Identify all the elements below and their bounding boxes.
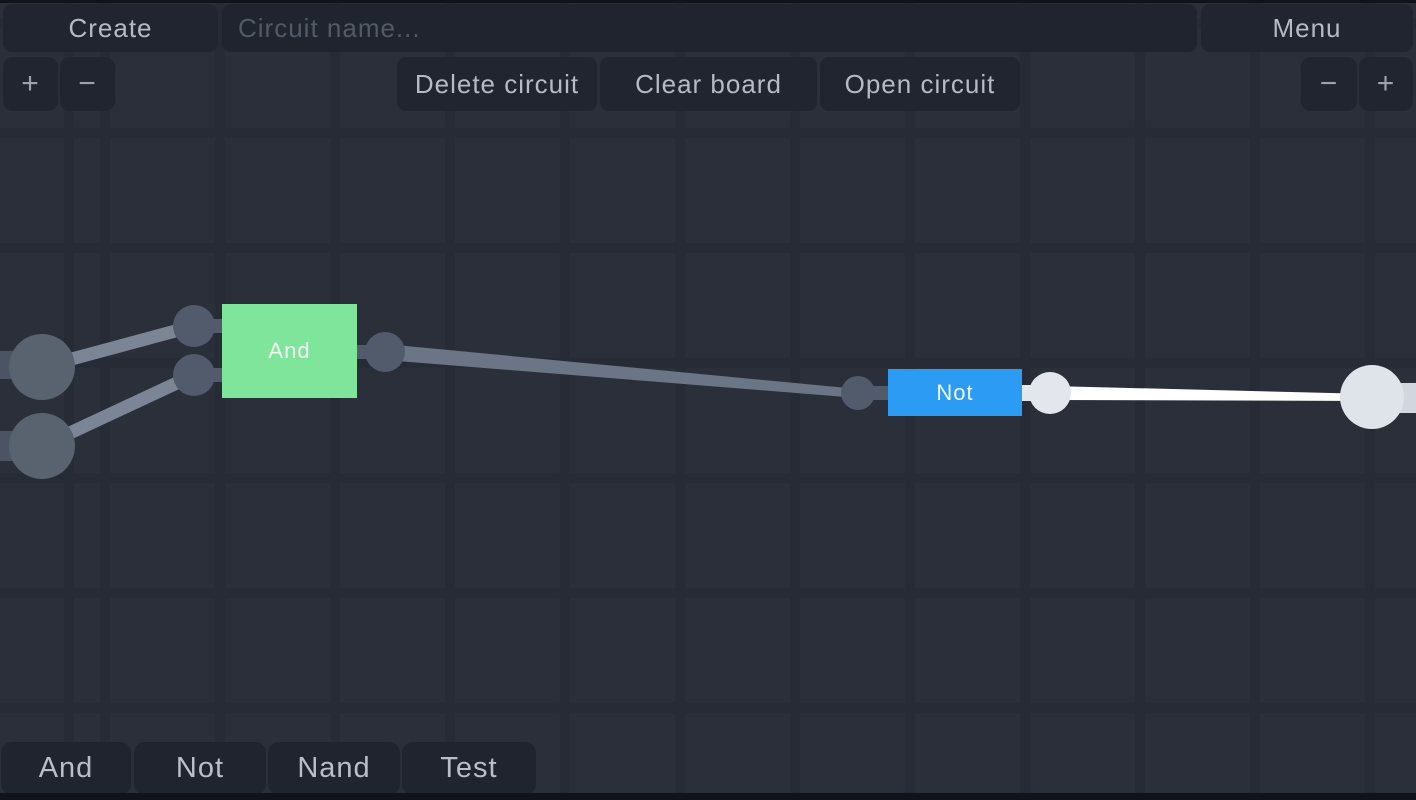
- not-gate[interactable]: Not: [888, 369, 1022, 416]
- output-lamp[interactable]: [1340, 365, 1404, 429]
- and-input-node-b[interactable]: [173, 354, 215, 396]
- zoom-in-left-button[interactable]: +: [3, 57, 58, 111]
- zoom-in-right-label: +: [1376, 67, 1396, 100]
- and-input-node-a[interactable]: [173, 305, 215, 347]
- delete-circuit-button[interactable]: Delete circuit: [397, 57, 597, 111]
- palette-item-test[interactable]: Test: [402, 742, 536, 795]
- zoom-in-right-button[interactable]: +: [1359, 57, 1413, 111]
- palette-item-nand[interactable]: Nand: [268, 742, 400, 795]
- circuit-name-input[interactable]: [222, 4, 1197, 52]
- create-button[interactable]: Create: [3, 4, 218, 52]
- zoom-out-right-label: −: [1319, 67, 1339, 100]
- palette-item-not[interactable]: Not: [134, 742, 266, 795]
- input-terminal-a[interactable]: [9, 334, 75, 400]
- delete-circuit-label: Delete circuit: [414, 68, 580, 99]
- palette-item-nand-label: Nand: [297, 752, 371, 784]
- palette-item-not-label: Not: [175, 752, 225, 784]
- not-gate-label: Not: [936, 379, 974, 405]
- wire-not-to-lamp: [1050, 386, 1372, 401]
- palette-item-test-label: Test: [440, 752, 498, 784]
- palette-item-and[interactable]: And: [1, 742, 131, 795]
- and-output-node[interactable]: [365, 332, 405, 372]
- zoom-out-left-button[interactable]: −: [60, 57, 115, 111]
- menu-button[interactable]: Menu: [1201, 4, 1413, 52]
- zoom-out-left-label: −: [78, 67, 97, 100]
- open-circuit-button[interactable]: Open circuit: [820, 57, 1020, 111]
- input-terminal-b[interactable]: [9, 413, 75, 479]
- menu-button-label: Menu: [1272, 12, 1342, 43]
- create-button-label: Create: [68, 12, 153, 43]
- clear-board-label: Clear board: [635, 68, 782, 99]
- not-input-node[interactable]: [841, 376, 875, 410]
- wire-and-to-not: [385, 344, 858, 398]
- palette-item-and-label: And: [38, 752, 94, 784]
- top-edge: [0, 0, 1416, 3]
- bottom-edge: [0, 793, 1416, 800]
- and-gate-label: And: [268, 338, 311, 363]
- and-gate[interactable]: And: [222, 304, 357, 398]
- zoom-in-left-label: +: [21, 67, 40, 100]
- zoom-out-right-button[interactable]: −: [1301, 57, 1357, 111]
- open-circuit-label: Open circuit: [844, 68, 996, 99]
- not-output-node[interactable]: [1029, 372, 1071, 414]
- clear-board-button[interactable]: Clear board: [600, 57, 817, 111]
